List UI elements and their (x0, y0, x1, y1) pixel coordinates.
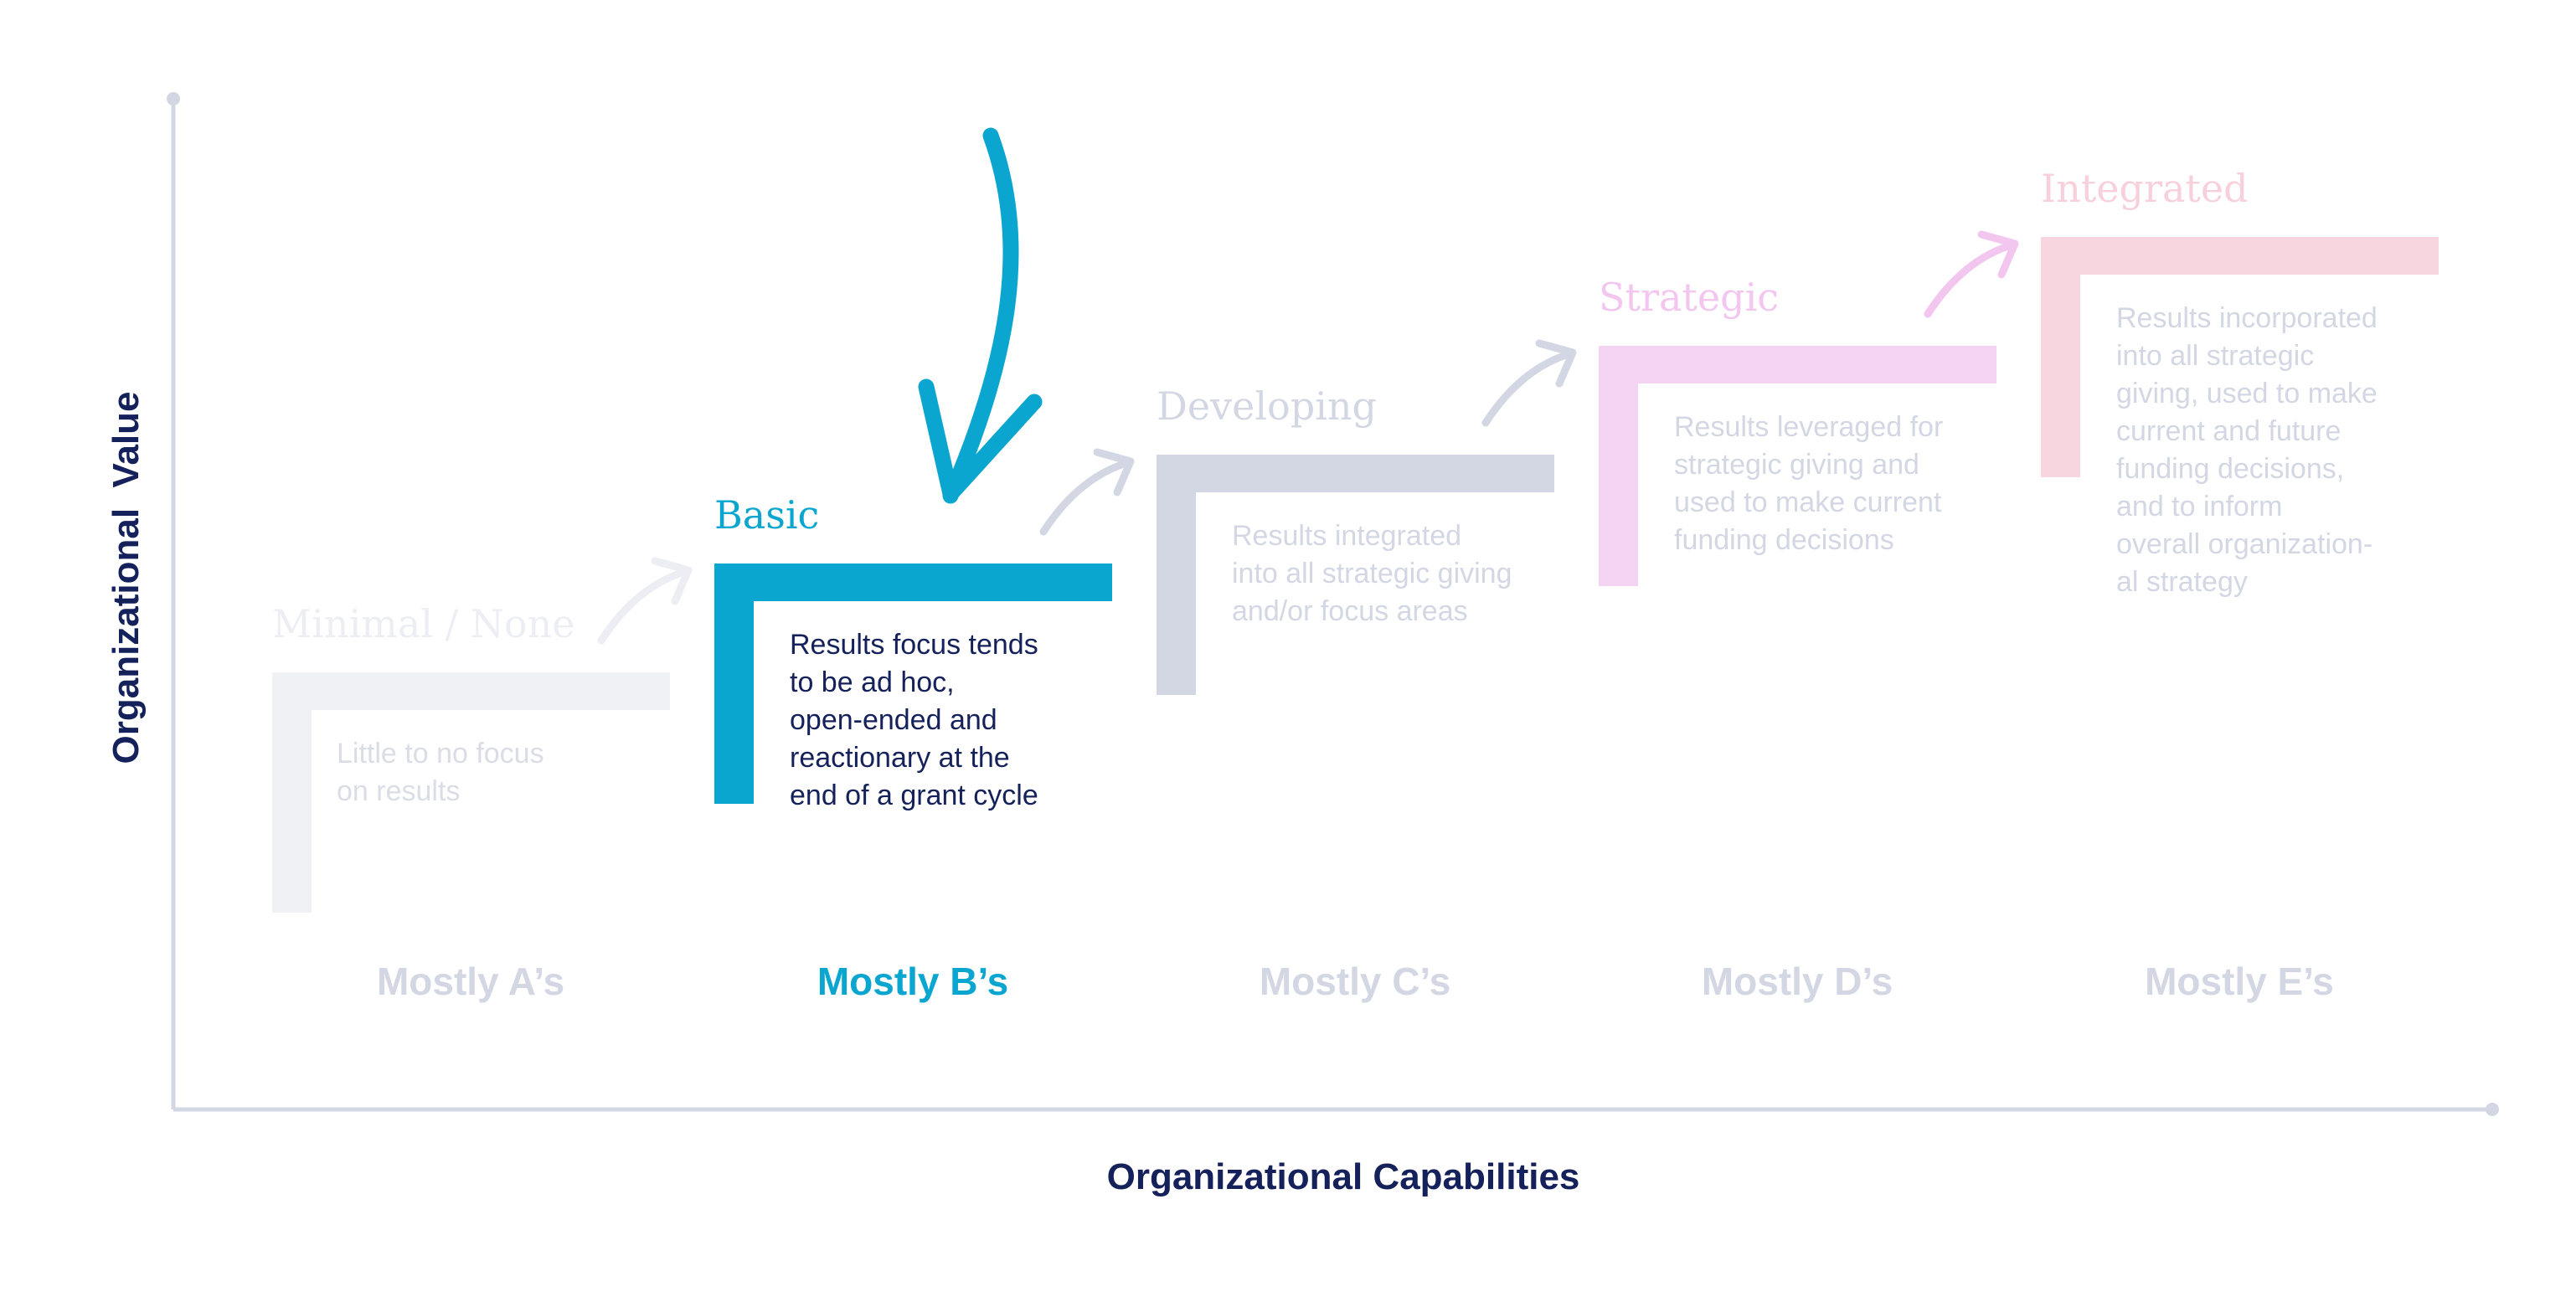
connector-d-e-icon (1924, 230, 2019, 318)
stage-2-step-side (714, 564, 754, 804)
stage-2-desc-line: Results focus tends (790, 629, 1038, 661)
stage-3-step-side (1157, 455, 1196, 695)
stage-1-step-top (272, 672, 670, 710)
stage-2-desc-line: to be ad hoc, (790, 666, 955, 698)
y-axis-end-dot (167, 92, 180, 105)
stage-3-desc-line: into all strategic giving (1232, 558, 1512, 589)
stage-1-desc-line: Little to no focus (337, 738, 544, 769)
stage-3-desc-line: Results integrated (1232, 520, 1461, 552)
stage-5-desc-line: and to inform (2116, 491, 2282, 522)
stage-1-desc-line: on results (337, 775, 460, 807)
stage-4-title: Strategic (1599, 275, 1779, 320)
x-axis-end-dot (2486, 1103, 2499, 1116)
stage-2-desc-line: end of a grant cycle (790, 780, 1038, 811)
stage-3-step-top (1157, 455, 1554, 492)
stage-4-step-top (1599, 346, 1996, 383)
stage-5-title: Integrated (2041, 166, 2249, 211)
pointer-layer (918, 127, 1043, 504)
stage-4-desc-line: used to make current (1674, 486, 1942, 518)
stage-1-label: Mostly A’s (377, 960, 564, 1003)
connector-b-c-icon (1039, 448, 1135, 536)
stage-1-step-side (272, 672, 312, 913)
stage-5-desc-line: giving, used to make (2116, 378, 2378, 409)
stage-4-label: Mostly D’s (1702, 960, 1893, 1003)
stage-4-step-side (1599, 346, 1638, 586)
stage-5-desc-line: current and future (2116, 415, 2341, 447)
stage-3-desc-line: and/or focus areas (1232, 595, 1468, 627)
stage-5-desc-line: overall organization- (2116, 528, 2372, 560)
stage-5-desc-line: al strategy (2116, 566, 2248, 598)
stage-5-desc-line: into all strategic (2116, 340, 2314, 372)
pointer-arrow-icon (918, 127, 1043, 504)
stage-1-title: Minimal / None (272, 601, 574, 646)
stage-2-step-top (714, 564, 1112, 601)
stage-2-desc-line: reactionary at the (790, 742, 1010, 774)
stage-3-title: Developing (1157, 383, 1377, 429)
connectors-layer (597, 230, 2019, 645)
stage-5-step-side (2041, 237, 2080, 477)
stage-2-title: Basic (714, 492, 819, 538)
stage-4-desc-line: funding decisions (1674, 524, 1894, 556)
stage-2-desc-line: open-ended and (790, 704, 997, 736)
stage-5-step-top (2041, 237, 2439, 275)
y-axis-title: Organizational Value (106, 391, 147, 764)
stage-3-label: Mostly C’s (1260, 960, 1450, 1003)
x-axis-title: Organizational Capabilities (1107, 1156, 1580, 1197)
stage-5-desc-line: funding decisions, (2116, 453, 2344, 485)
stage-5-label: Mostly E’s (2145, 960, 2334, 1003)
stage-4-desc-line: strategic giving and (1674, 449, 1919, 481)
stage-2-label: Mostly B’s (817, 960, 1008, 1003)
connector-c-d-icon (1481, 339, 1577, 427)
stage-5-desc-line: Results incorporated (2116, 302, 2378, 334)
stage-4-desc-line: Results leveraged for (1674, 411, 1943, 443)
connector-a-b-icon (597, 557, 693, 645)
